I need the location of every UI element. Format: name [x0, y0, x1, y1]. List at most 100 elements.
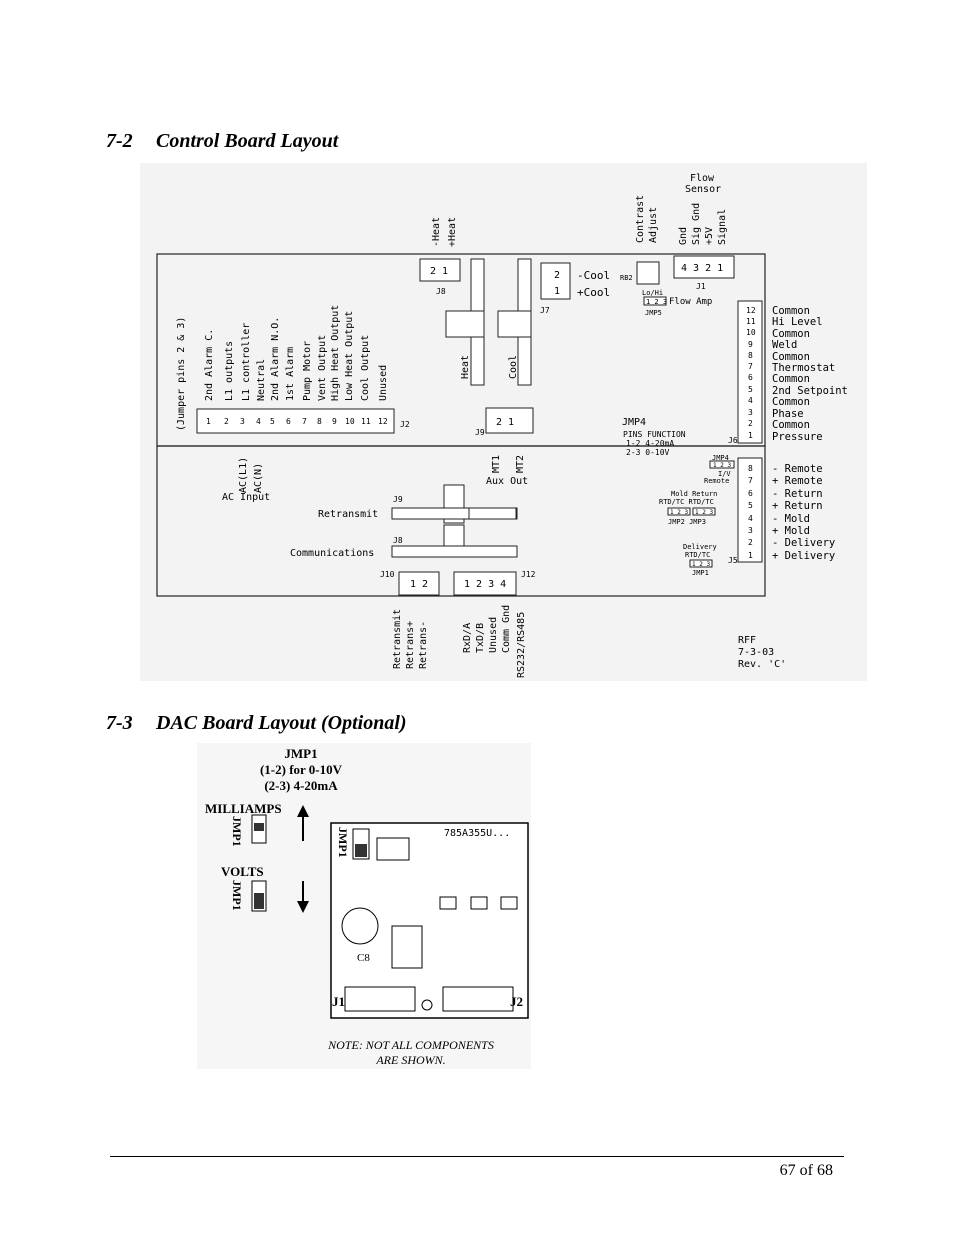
- j5-terminal-labels: - Remote + Remote - Return + Return - Mo…: [772, 463, 835, 562]
- mounting-hole: [421, 999, 433, 1011]
- section-number: 7-2: [106, 130, 133, 152]
- ac-input-label: AC Input: [222, 492, 270, 503]
- j6-label: Pressure: [772, 431, 823, 443]
- milliamps-label: MILLIAMPS: [205, 801, 282, 816]
- j1-pin-5v: +5V: [704, 227, 715, 245]
- j2-label-2nd-alarm-no: 2nd Alarm N.O.: [270, 317, 281, 401]
- j6-pin: 4: [748, 396, 753, 405]
- j6-pin-numbers: 12 11 10 9 8 7 6 5 4 3 2 1: [746, 306, 756, 440]
- j2-pin: 4: [256, 417, 261, 426]
- j6-pin: 12: [746, 306, 756, 315]
- j6-pin: 9: [748, 340, 753, 349]
- j5-pin: 3: [748, 526, 753, 535]
- volts-label: VOLTS: [221, 864, 264, 879]
- j5-label: - Mold: [772, 513, 810, 525]
- j1-pin-signal: Signal: [717, 209, 728, 245]
- j6-label: J6: [728, 436, 738, 445]
- j9-label-2: J9: [393, 495, 403, 504]
- section-title: DAC Board Layout (Optional): [156, 712, 407, 734]
- ac-n-label: AC(N): [253, 463, 264, 493]
- rff-label: RFF: [738, 635, 756, 646]
- j6-pin: 6: [748, 373, 753, 382]
- j6-pin: 2: [748, 419, 753, 428]
- j5-pin: 8: [748, 464, 753, 473]
- jmp5-jumper: [643, 296, 667, 306]
- jmp1-pins: 1 2 3: [692, 561, 710, 568]
- board-outline: [156, 253, 766, 597]
- flow-sensor-label-2: Sensor: [685, 184, 721, 195]
- retransmit-pin-label: Retransmit: [392, 609, 403, 669]
- j8-header: [391, 545, 518, 558]
- j2-label-pump-motor: Pump Motor: [302, 341, 313, 401]
- j6-pin: 8: [748, 351, 753, 360]
- cool-plus-label: +Cool: [577, 286, 610, 299]
- cool-minus-label: -Cool: [577, 269, 610, 282]
- bottom-connector-labels: Retransmit Retrans+ Retrans- RxD/A TxD/B…: [392, 605, 527, 678]
- capacitor-c8: [341, 907, 379, 945]
- j2-pin: 11: [361, 417, 371, 426]
- jmp5-label: JMP5: [645, 309, 662, 317]
- cool-relay-body: [497, 310, 532, 338]
- jmp4-row-2: 2-3 0-10V: [626, 448, 670, 457]
- heat-plus-label: +Heat: [447, 217, 458, 247]
- rff-date: 7-3-03: [738, 647, 774, 658]
- delivery-label: Delivery: [683, 543, 717, 551]
- j6-label: Common: [772, 305, 810, 317]
- transistors: [439, 896, 518, 910]
- j6-terminal-labels: Common Hi Level Common Weld Common Therm…: [772, 305, 848, 443]
- note-line-2: ARE SHOWN.: [375, 1053, 445, 1067]
- j6-label: Thermostat: [772, 362, 835, 374]
- j2-label-neutral: Neutral: [256, 359, 267, 401]
- j8-label: J8: [436, 287, 446, 296]
- jmp1-label: JMP1: [692, 569, 709, 577]
- jmp4-title: JMP4: [622, 417, 646, 428]
- board-jumper-cap: [355, 844, 367, 857]
- cool-label: Cool: [508, 355, 519, 379]
- j6-label: Common: [772, 419, 810, 431]
- j1-pin-sig-gnd: Sig Gnd: [691, 203, 702, 245]
- mt2-label: MT2: [515, 455, 526, 473]
- j2-pin: 10: [345, 417, 355, 426]
- j6-label: Phase: [772, 408, 804, 420]
- j6-label: Common: [772, 351, 810, 363]
- j2-label: J2: [400, 420, 410, 429]
- j2-pin: 6: [286, 417, 291, 426]
- jmp2-pins: 1 2 3: [670, 509, 688, 516]
- note-line-1: NOTE: NOT ALL COMPONENTS: [327, 1038, 494, 1052]
- j2-label-2nd-alarm-c: 2nd Alarm C.: [204, 329, 215, 401]
- jmp4-label-2: JMP4: [712, 454, 729, 462]
- mt1-label: MT1: [491, 455, 502, 473]
- rff-rev: Rev. 'C': [738, 659, 786, 670]
- j5-label: + Delivery: [772, 550, 835, 562]
- j2-pin: 8: [317, 417, 322, 426]
- volts-jmp1-label: JMP1: [230, 880, 244, 911]
- page-number: 67 of 68: [779, 1162, 833, 1179]
- j8-connector: [419, 258, 461, 282]
- j2-terminal-block: [196, 408, 395, 434]
- j6-pin: 5: [748, 385, 753, 394]
- txd-label: TxD/B: [475, 623, 486, 653]
- retrans-minus-label: Retrans-: [418, 621, 429, 669]
- j2-label-vent-output: Vent Output: [317, 335, 328, 401]
- j6-terminal-block: [737, 300, 763, 444]
- j8-pin-numbers: 2 1: [430, 266, 448, 277]
- iv-label: I/V: [718, 470, 731, 478]
- board-jmp1-label: JMP1: [336, 827, 350, 858]
- j7-pin-2: 2: [554, 270, 560, 281]
- jmp4-row-1: 1-2 4-20mA: [626, 439, 674, 448]
- jmp3-jumper: [692, 507, 716, 516]
- j5-pin: 7: [748, 476, 753, 485]
- j9-header: [391, 507, 518, 520]
- aux-out-label: Aux Out: [486, 476, 528, 487]
- rxd-label: RxD/A: [462, 623, 473, 653]
- j2-pin-numbers: 1 2 3 4 5 6 7 8 9 10 11 12: [206, 417, 388, 426]
- j2-pin: 7: [302, 417, 307, 426]
- heat-label: Heat: [460, 355, 471, 379]
- j12-label: J12: [521, 570, 536, 579]
- j9-header-right: [468, 507, 517, 520]
- j6-label: 2nd Setpoint: [772, 385, 848, 397]
- ic-chip: [391, 925, 423, 969]
- rs232-rs485-label: RS232/RS485: [516, 612, 527, 678]
- control-board-diagram: Flow Sensor Contrast Adjust Gnd Sig Gnd …: [140, 163, 867, 681]
- j5-label: + Remote: [772, 475, 823, 487]
